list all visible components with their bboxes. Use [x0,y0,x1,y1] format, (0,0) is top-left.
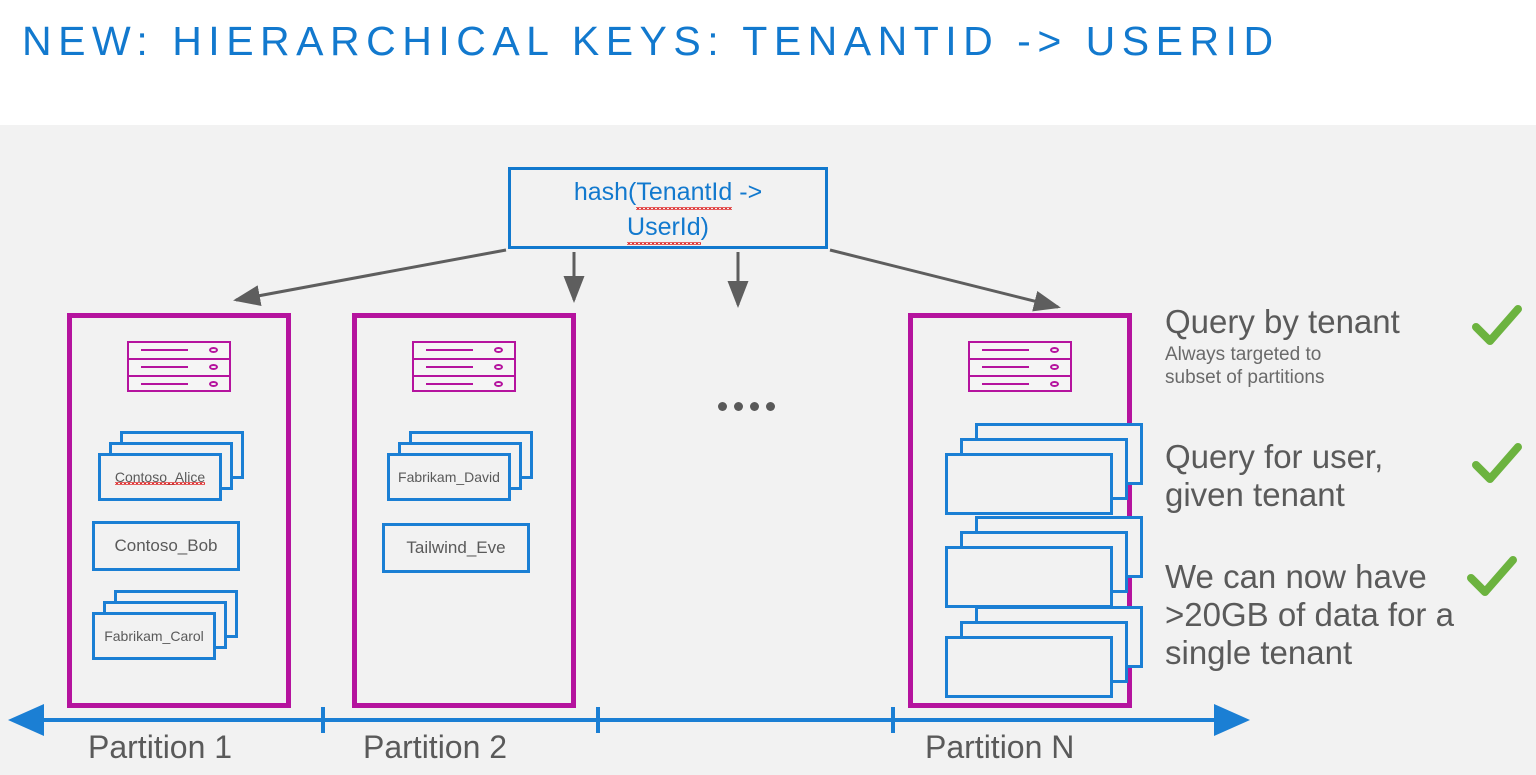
document-label: Fabrikam_David [398,469,500,485]
server-row [968,341,1072,358]
checkmark-icon [1472,443,1522,483]
annotation-title: Query for user, given tenant [1165,438,1384,513]
server-row [412,358,516,375]
document-card-front[interactable]: Tailwind_Eve [382,523,530,573]
server-bar [426,383,473,385]
axis-label-partition-1: Partition 1 [88,729,233,765]
checkmark-icon [1467,556,1517,596]
page-title: NEW: HIERARCHICAL KEYS: TENANTID -> USER… [22,18,1280,64]
annotation-data-size: We can now have >20GB of data for a sing… [1165,558,1525,672]
ellipsis-dot [750,402,759,411]
annotation-title: Query by tenant [1165,303,1400,340]
server-led-icon [1050,364,1059,370]
server-led-icon [494,381,503,387]
server-led-icon [1050,347,1059,353]
server-bar [141,349,188,351]
document-label: Fabrikam_Carol [104,628,204,644]
server-bar [141,366,188,368]
annotation-subtitle-line-1: Always targeted to [1165,344,1322,365]
server-bar [141,383,188,385]
server-icon [968,341,1072,396]
document-card-front[interactable] [945,636,1113,698]
hash-arrow: -> [732,178,763,206]
annotation-title: We can now have >20GB of data for a sing… [1165,558,1454,671]
hash-function-box: hash(TenantId -> UserId) [508,167,828,249]
document-card-front[interactable] [945,546,1113,608]
document-label: Contoso_Alice [114,469,206,485]
server-icon [412,341,516,396]
ellipsis-dot [718,402,727,411]
document-card-front[interactable]: Contoso_Alice [98,453,222,501]
document-stack[interactable] [945,516,1145,611]
axis-label-partition-n: Partition N [925,729,1075,765]
server-led-icon [1050,381,1059,387]
server-row [127,341,231,358]
ellipsis-indicator [718,402,775,414]
document-single[interactable]: Contoso_Bob [92,521,242,573]
document-card-front[interactable]: Contoso_Bob [92,521,240,571]
server-bar [426,366,473,368]
document-stack[interactable]: Fabrikam_Carol [92,590,242,662]
server-led-icon [494,347,503,353]
hash-line-1: hash(TenantId -> [511,175,825,210]
hash-prefix: hash( [573,178,637,206]
hash-line-2: UserId) [511,210,825,245]
document-single[interactable]: Tailwind_Eve [382,523,532,575]
document-stack[interactable]: Contoso_Alice [98,431,248,503]
server-led-icon [209,347,218,353]
server-bar [982,383,1029,385]
ellipsis-dot [734,402,743,411]
axis-label-partition-2: Partition 2 [363,729,508,765]
annotation-query-by-tenant: Query by tenant Always targeted to subse… [1165,303,1525,389]
checkmark-icon [1472,305,1522,345]
document-label: Contoso_Bob [114,536,218,555]
server-row [968,375,1072,392]
server-row [412,375,516,392]
document-card-front[interactable]: Fabrikam_Carol [92,612,216,660]
server-bar [426,349,473,351]
document-stack[interactable] [945,606,1145,701]
annotation-subtitle-line-2: subset of partitions [1165,367,1325,388]
server-row [127,358,231,375]
server-row [412,341,516,358]
partition-box-n[interactable] [908,313,1143,708]
server-icon [127,341,231,396]
document-card-front[interactable] [945,453,1113,515]
server-led-icon [209,364,218,370]
server-row [127,375,231,392]
server-led-icon [209,381,218,387]
document-label: Tailwind_Eve [406,538,506,557]
server-led-icon [494,364,503,370]
hash-suffix: ) [700,213,709,241]
partition-range-axis [8,704,1250,736]
annotation-subtitle: Always targeted to subset of partitions [1165,343,1525,389]
document-card-front[interactable]: Fabrikam_David [387,453,511,501]
document-stack[interactable] [945,423,1145,518]
hash-user-key: UserId [627,210,701,245]
hash-tenant-key: TenantId [636,175,732,210]
document-stack[interactable]: Fabrikam_David [387,431,537,503]
ellipsis-dot [766,402,775,411]
partition-box-1[interactable]: Contoso_Alice Contoso_Bob Fabrikam_Carol [67,313,291,708]
annotation-query-for-user: Query for user, given tenant [1165,438,1525,514]
server-bar [982,349,1029,351]
partition-box-2[interactable]: Fabrikam_David Tailwind_Eve [352,313,576,708]
server-row [968,358,1072,375]
server-bar [982,366,1029,368]
